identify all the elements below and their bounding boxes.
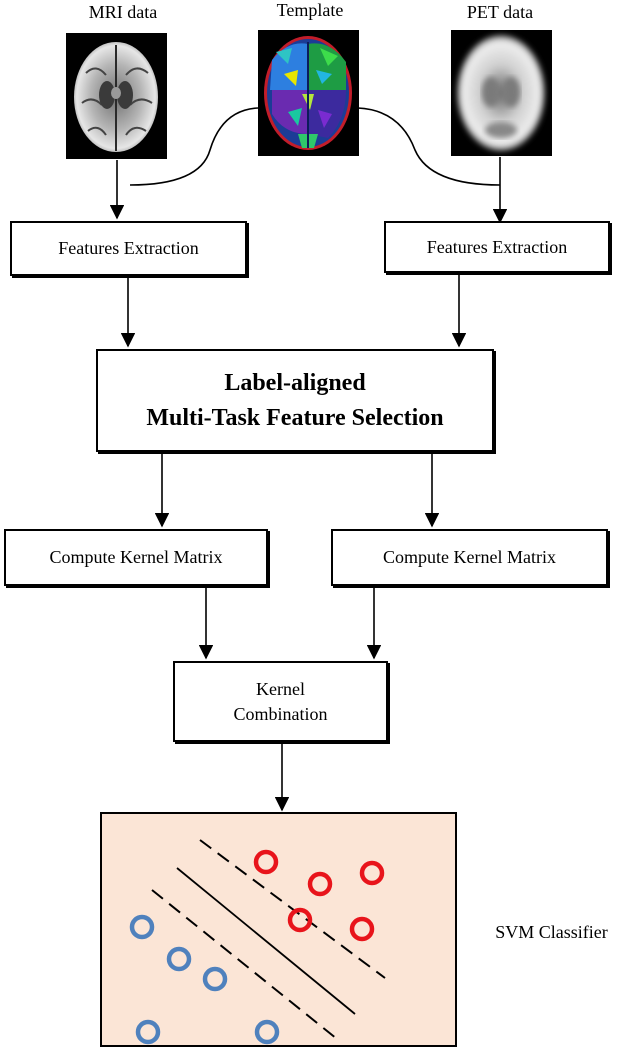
svm-classifier-label: SVM Classifier [495, 922, 608, 942]
svm-margin-lower [151, 889, 338, 1040]
selection-title-line1: Label-aligned [224, 369, 366, 396]
negative-class-sample-1 [129, 914, 155, 940]
pet-brain-image [451, 30, 552, 156]
mri-data-label: MRI data [88, 2, 158, 22]
mri-brain-image [66, 33, 167, 159]
compute-kernel-matrix-pet-box: Compute Kernel Matrix [331, 529, 608, 586]
multi-task-feature-selection-box: Label-aligned Multi-Task Feature Selecti… [96, 349, 494, 452]
positive-class-sample-4 [287, 907, 313, 933]
combination-line2: Combination [233, 703, 328, 724]
svm-decision-boundary-plot [129, 839, 386, 1045]
negative-class-sample-5 [254, 1019, 280, 1045]
negative-class-sample-3 [202, 966, 228, 992]
compute-kernel-matrix-mri-box: Compute Kernel Matrix [4, 529, 268, 586]
kernel-combination-box: Kernel Combination [173, 661, 388, 742]
positive-class-sample-1 [253, 849, 279, 875]
template-atlas-image [258, 30, 359, 156]
positive-class-sample-3 [359, 860, 385, 886]
svm-margin-upper [199, 839, 386, 979]
features-extraction-mri-label: Features Extraction [58, 238, 199, 259]
svm-classifier-panel [100, 812, 457, 1047]
selection-title-line2: Multi-Task Feature Selection [146, 404, 444, 431]
features-extraction-mri-box: Features Extraction [10, 221, 247, 276]
negative-class-sample-4 [135, 1019, 161, 1045]
svm-hyperplane [176, 867, 356, 1015]
combination-line1: Kernel [256, 679, 305, 700]
kernel-matrix-mri-label: Compute Kernel Matrix [49, 547, 223, 568]
features-extraction-pet-label: Features Extraction [426, 236, 568, 257]
features-extraction-pet-box: Features Extraction [384, 221, 610, 273]
pet-data-label: PET data [466, 2, 534, 22]
positive-class-sample-5 [349, 916, 375, 942]
negative-class-sample-2 [166, 946, 192, 972]
positive-class-sample-2 [307, 871, 333, 897]
template-label: Template [276, 0, 344, 20]
kernel-matrix-pet-label: Compute Kernel Matrix [383, 547, 556, 568]
